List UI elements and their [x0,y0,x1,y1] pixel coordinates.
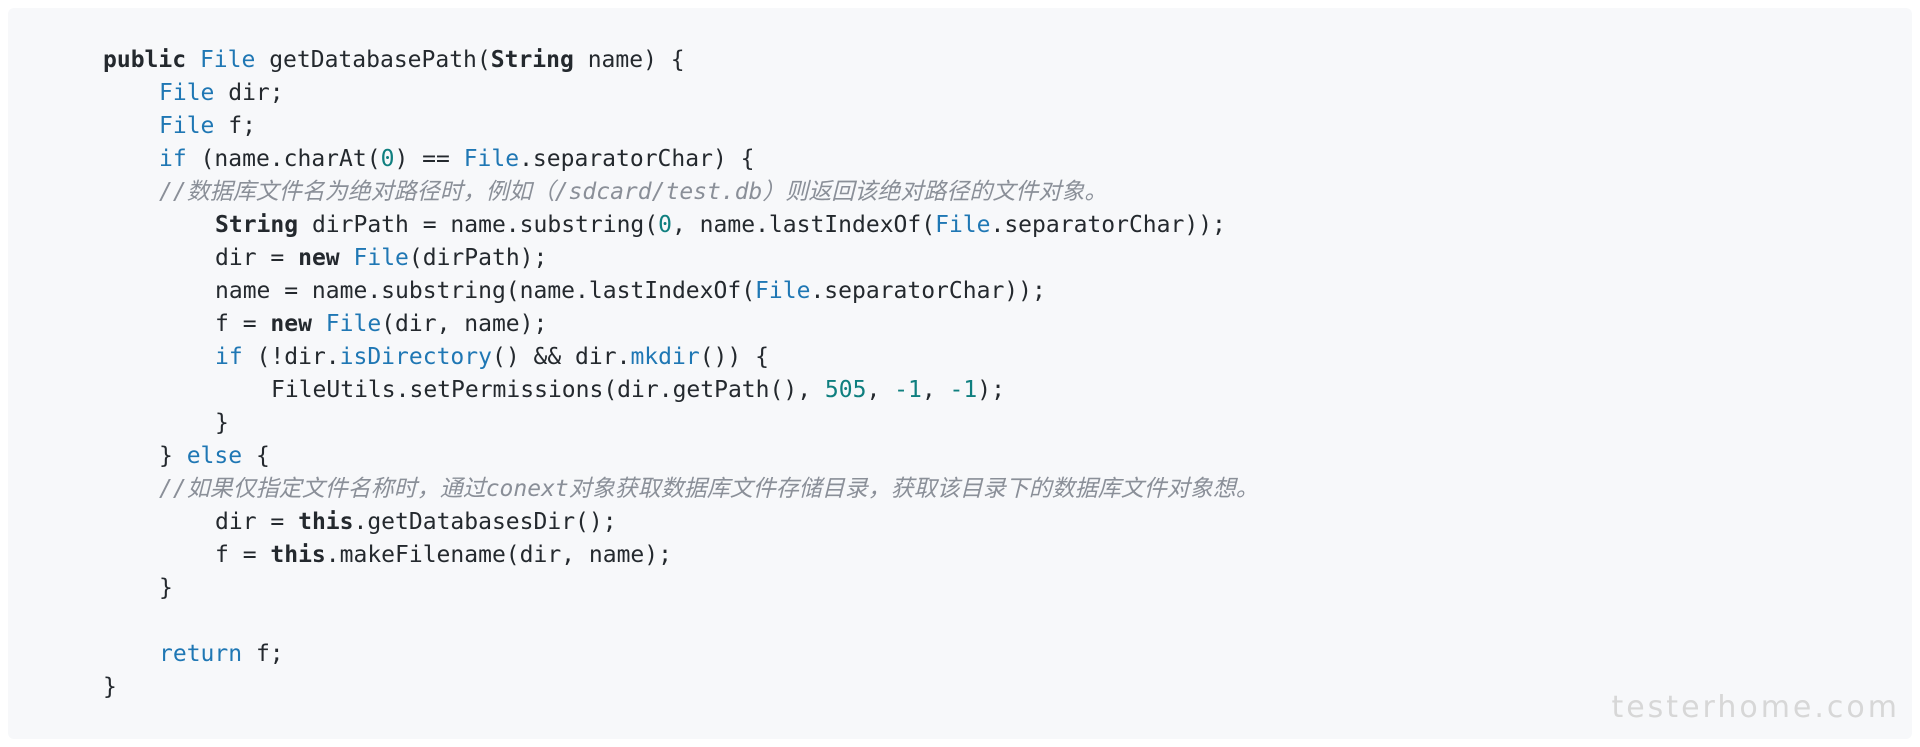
code-text: , [921,377,950,403]
code-text: FileUtils.setPermissions(dir.getPath(), [271,377,825,403]
code-text: name = name.substring(name.lastIndexOf( [215,278,756,304]
type-name: File [159,80,215,106]
code-comment: //如果仅指定文件名称时，通过conext对象获取数据库文件存储目录，获取该目录… [159,476,1259,502]
code-text: name) { [573,47,685,73]
code-text: (name.charAt( [186,146,381,172]
number-literal: -1 [949,377,978,403]
type-name: File [353,245,409,271]
keyword: String [490,47,574,73]
code-text: { [242,443,270,469]
code-line-11: FileUtils.setPermissions(dir.getPath(), … [103,374,1912,407]
code-text: f; [214,113,256,139]
code-line-15: dir = this.getDatabasesDir(); [103,506,1912,539]
type-name: File [935,212,991,238]
code-text: dir; [214,80,284,106]
code-text: } [159,443,187,469]
code-line-3: File f; [103,110,1912,143]
keyword: this [298,509,354,535]
code-line-6: String dirPath = name.substring(0, name.… [103,209,1912,242]
number-literal: 505 [824,377,867,403]
code-text: .separatorChar)); [990,212,1226,238]
code-text: () && dir. [491,344,631,370]
code-text: f; [242,641,284,667]
keyword: else [186,443,243,469]
method-name: isDirectory [339,344,492,370]
code-text: dir = [215,245,299,271]
code-line-10: if (!dir.isDirectory() && dir.mkdir()) { [103,341,1912,374]
code-line-9: f = new File(dir, name); [103,308,1912,341]
code-text: f = [215,311,271,337]
code-line-2: File dir; [103,77,1912,110]
code-text: , name.lastIndexOf( [671,212,936,238]
space [186,47,200,73]
code-line-8: name = name.substring(name.lastIndexOf(F… [103,275,1912,308]
code-text: ) == [394,146,464,172]
space [340,245,354,271]
type-name: File [159,113,215,139]
code-text: dir = [215,509,299,535]
code-text: ()) { [699,344,769,370]
code-line-18-blank [103,605,1912,638]
space [312,311,326,337]
code-text: getDatabasePath( [255,47,491,73]
keyword: new [298,245,340,271]
type-name: File [325,311,382,337]
watermark-logo: testerhome.com [1611,690,1900,725]
keyword: public [103,47,187,73]
code-text: ); [977,377,1005,403]
method-name: mkdir [630,344,700,370]
keyword: return [159,641,243,667]
code-text: .separatorChar) { [519,146,755,172]
keyword: if [159,146,187,172]
code-text: } [159,575,173,601]
code-line-5: //数据库文件名为绝对路径时，例如（/sdcard/test.db）则返回该绝对… [103,176,1912,209]
type-name: File [199,47,256,73]
keyword: String [215,212,299,238]
keyword: new [270,311,312,337]
code-comment: //数据库文件名为绝对路径时，例如（/sdcard/test.db）则返回该绝对… [159,179,1108,205]
code-line-12: } [103,407,1912,440]
code-line-17: } [103,572,1912,605]
code-line-14: //如果仅指定文件名称时，通过conext对象获取数据库文件存储目录，获取该目录… [103,473,1912,506]
code-line-4: if (name.charAt(0) == File.separatorChar… [103,143,1912,176]
code-line-1: public File getDatabasePath(String name)… [103,44,1912,77]
code-line-7: dir = new File(dirPath); [103,242,1912,275]
type-name: File [755,278,811,304]
code-text: (dir, name); [381,311,548,337]
code-text: } [103,674,117,700]
number-literal: -1 [894,377,922,403]
code-text: , [866,377,895,403]
number-literal: 0 [380,146,395,172]
code-line-20: } [103,671,1912,704]
code-text: } [215,410,229,436]
keyword: if [215,344,243,370]
code-text: f = [215,542,271,568]
code-line-13: } else { [103,440,1912,473]
type-name: File [463,146,520,172]
number-literal: 0 [658,212,672,238]
keyword: this [270,542,326,568]
code-text: .getDatabasesDir(); [353,509,617,535]
code-text: (!dir. [242,344,340,370]
code-text: .separatorChar)); [810,278,1046,304]
code-line-19: return f; [103,638,1912,671]
code-text: (dirPath); [408,245,548,271]
code-text: .makeFilename(dir, name); [325,542,672,568]
code-line-16: f = this.makeFilename(dir, name); [103,539,1912,572]
code-text: dirPath = name.substring( [298,212,659,238]
code-block: public File getDatabasePath(String name)… [8,8,1912,739]
